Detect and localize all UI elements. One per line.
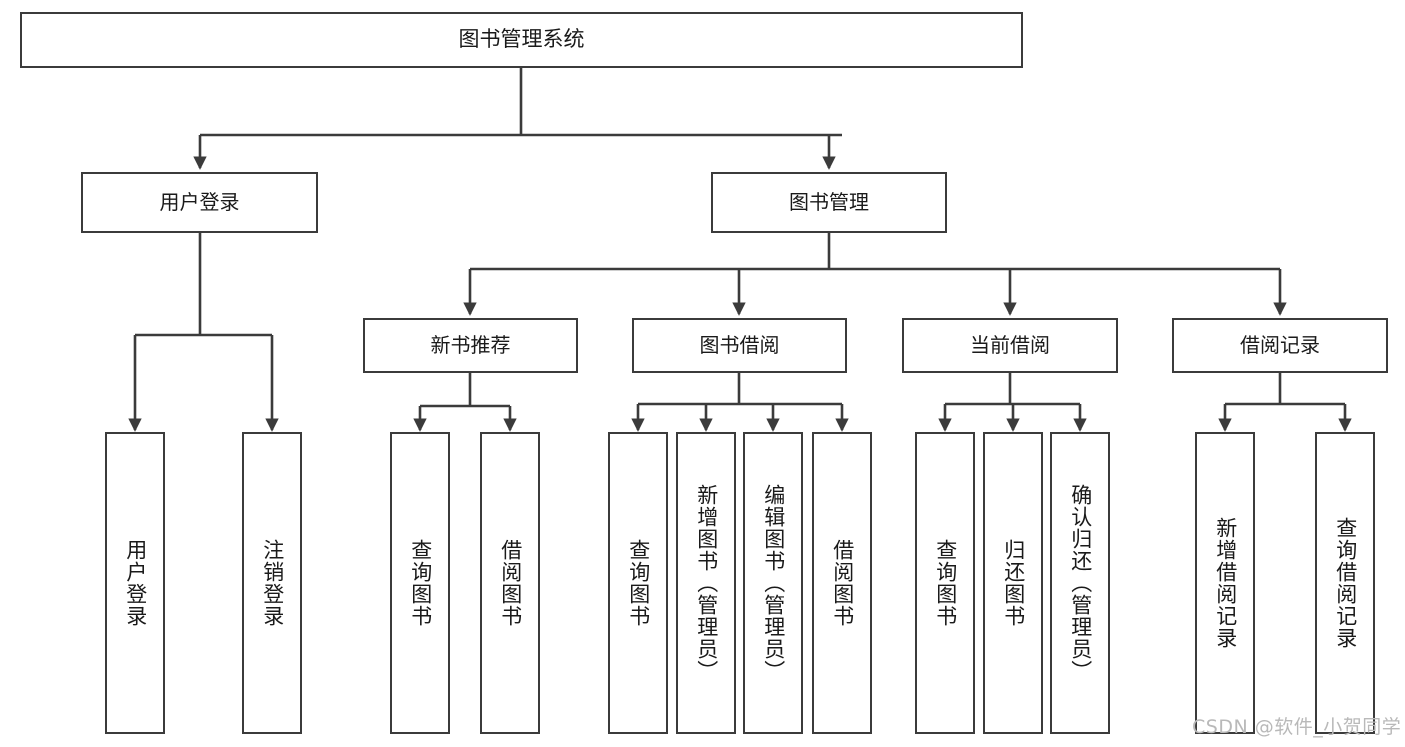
node-leaf-add-record[interactable]: 新增借阅记录 [1195,432,1255,734]
node-root-label: 图书管理系统 [458,27,585,52]
node-user-login[interactable]: 用户登录 [81,172,318,233]
node-borrow-record-label: 借阅记录 [1240,333,1320,358]
node-leaf-user-login[interactable]: 用户登录 [105,432,165,734]
node-current-borrow[interactable]: 当前借阅 [902,318,1118,373]
node-user-login-label: 用户登录 [159,190,240,215]
node-leaf-add-book-label: 新增图书（管理员） [694,484,719,682]
node-book-borrow-label: 图书借阅 [699,333,780,358]
node-leaf-user-login-label: 用户登录 [123,539,148,627]
node-root[interactable]: 图书管理系统 [20,12,1023,68]
node-leaf-query-book-3[interactable]: 查询图书 [915,432,975,734]
node-new-book-recommend[interactable]: 新书推荐 [363,318,578,373]
node-leaf-user-logout-label: 注销登录 [260,539,285,627]
node-current-borrow-label: 当前借阅 [970,333,1050,358]
node-leaf-add-book[interactable]: 新增图书（管理员） [676,432,736,734]
node-book-borrow[interactable]: 图书借阅 [632,318,847,373]
node-leaf-borrow-book-1-label: 借阅图书 [498,539,523,627]
node-new-book-recommend-label: 新书推荐 [430,333,511,358]
node-leaf-confirm-return-label: 确认归还（管理员） [1068,484,1093,682]
node-leaf-query-book-2[interactable]: 查询图书 [608,432,668,734]
node-leaf-confirm-return[interactable]: 确认归还（管理员） [1050,432,1110,734]
node-leaf-edit-book-label: 编辑图书（管理员） [761,484,786,682]
node-leaf-return-book[interactable]: 归还图书 [983,432,1043,734]
node-leaf-query-book-1[interactable]: 查询图书 [390,432,450,734]
node-borrow-record[interactable]: 借阅记录 [1172,318,1388,373]
node-leaf-user-logout[interactable]: 注销登录 [242,432,302,734]
node-leaf-borrow-book-1[interactable]: 借阅图书 [480,432,540,734]
node-leaf-borrow-book-2-label: 借阅图书 [830,539,855,627]
node-leaf-query-book-1-label: 查询图书 [408,539,433,627]
node-leaf-query-book-2-label: 查询图书 [626,539,651,627]
node-leaf-query-record[interactable]: 查询借阅记录 [1315,432,1375,734]
node-leaf-edit-book[interactable]: 编辑图书（管理员） [743,432,803,734]
node-leaf-borrow-book-2[interactable]: 借阅图书 [812,432,872,734]
node-leaf-add-record-label: 新增借阅记录 [1213,517,1238,649]
node-leaf-query-book-3-label: 查询图书 [933,539,958,627]
node-leaf-return-book-label: 归还图书 [1001,539,1026,627]
node-book-manage[interactable]: 图书管理 [711,172,947,233]
node-leaf-query-record-label: 查询借阅记录 [1333,517,1358,649]
watermark: CSDN @软件_小贺同学 [1192,716,1402,738]
node-book-manage-label: 图书管理 [789,190,869,215]
